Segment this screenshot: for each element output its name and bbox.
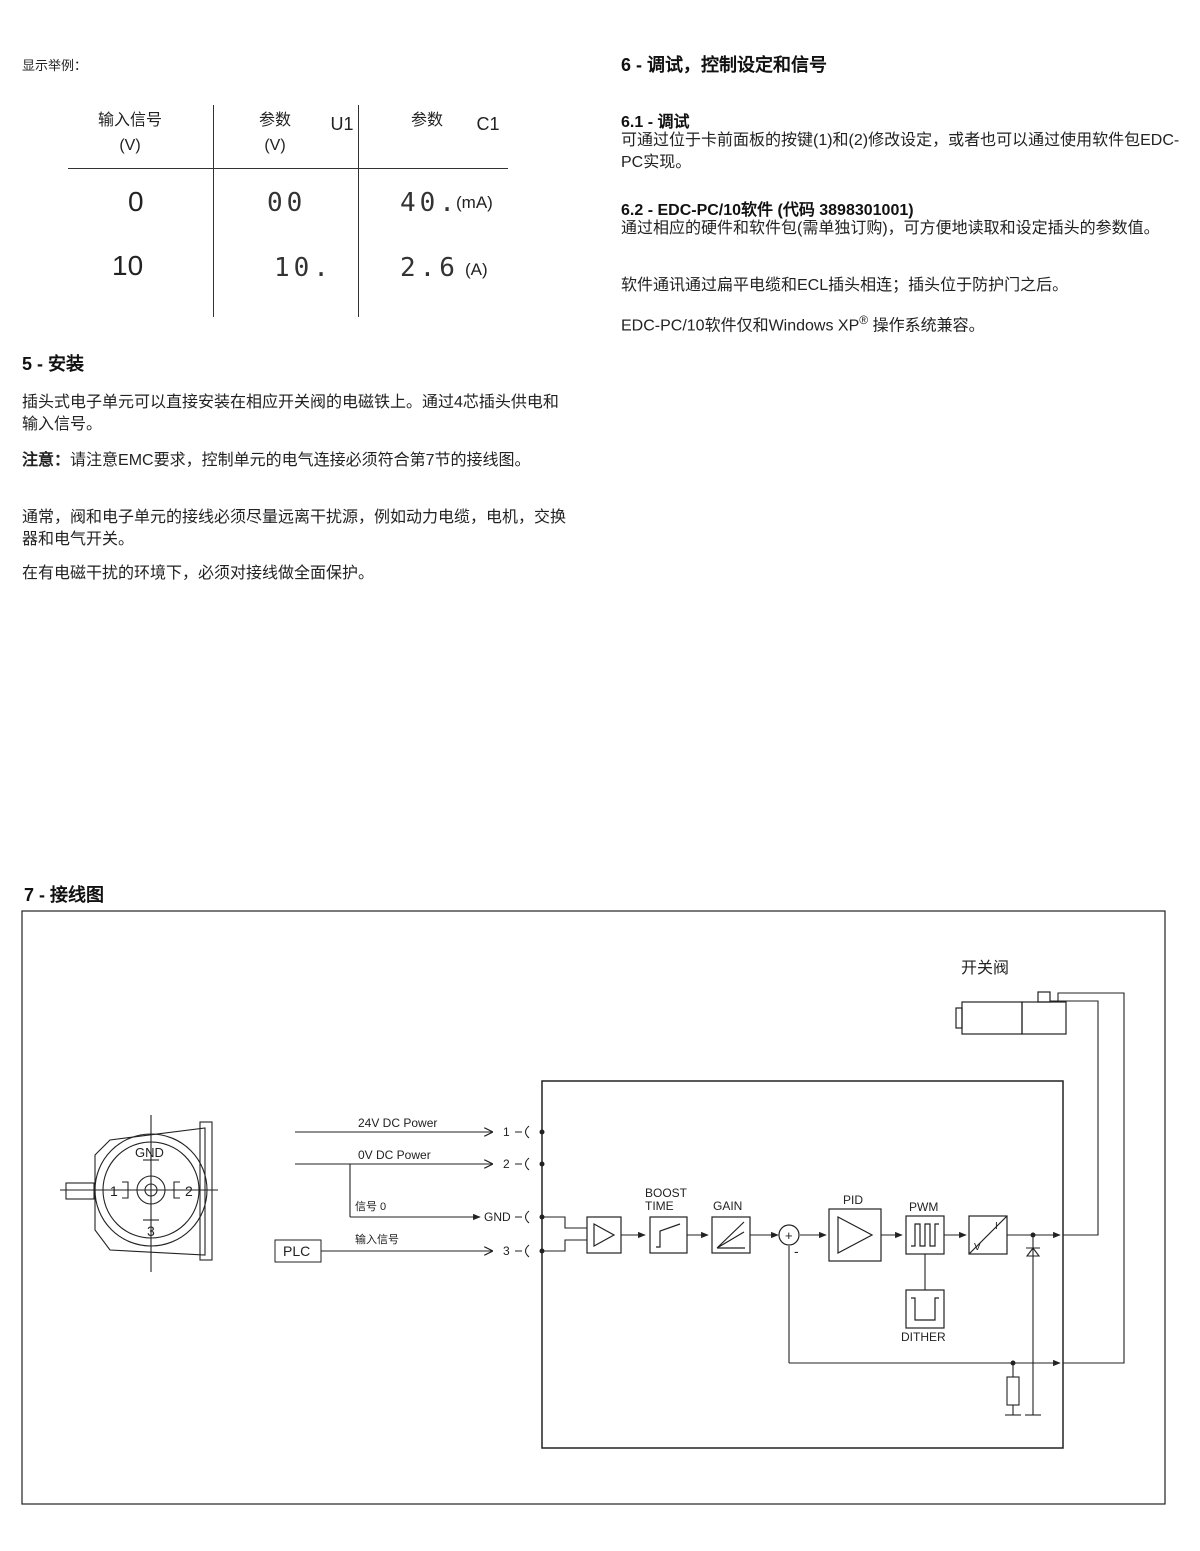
- pwm-label: PWM: [909, 1200, 938, 1214]
- header-param1: 参数: [258, 112, 291, 129]
- electronic-unit-box: [541, 1080, 1064, 1449]
- plc-box: [274, 1239, 322, 1263]
- row0-c1: 40.: [400, 188, 459, 218]
- row0-input: 0: [128, 186, 144, 217]
- gain-label: GAIN: [713, 1199, 742, 1213]
- note-text: 请注意EMC要求，控制单元的电气连接必须符合第7节的接线图。: [70, 452, 531, 469]
- connector-drawing: [60, 1115, 218, 1272]
- registered-mark: ®: [859, 313, 869, 327]
- valve-symbol: [955, 991, 1067, 1035]
- row1-c1: 2.6: [400, 253, 459, 283]
- example-label: 显示举例：: [22, 58, 88, 73]
- pin-2: 2: [503, 1157, 510, 1171]
- pin-3: 3: [503, 1244, 510, 1258]
- vi-converter-block: [968, 1215, 1008, 1255]
- label-24v: 24V DC Power: [358, 1116, 437, 1130]
- header-param2-code: C1: [476, 114, 500, 134]
- section5-title: 5 - 安装: [22, 354, 85, 374]
- boost-time-block: [649, 1216, 688, 1254]
- plc-label: PLC: [283, 1243, 310, 1259]
- summing-junction: [778, 1224, 800, 1246]
- pin-gnd: GND: [484, 1210, 511, 1224]
- vi-i-label: I: [995, 1221, 998, 1232]
- pin-1: 1: [503, 1125, 510, 1139]
- dither-label: DITHER: [901, 1330, 946, 1344]
- header-param1-unit: (V): [264, 137, 286, 154]
- section6-title: 6 - 调试，控制设定和信号: [621, 55, 828, 75]
- header-param1-code: U1: [330, 114, 354, 134]
- connector-pin3: 3: [147, 1223, 155, 1239]
- table-vline-2: [358, 105, 359, 317]
- table-vline-1: [213, 105, 214, 317]
- dither-block: [905, 1289, 945, 1329]
- signal-lines: [295, 1132, 492, 1251]
- header-input-unit: (V): [119, 137, 141, 154]
- section62-p1: 通过相应的硬件和软件包(需单独订购)，可方便地读取和设定插头的参数值。: [621, 220, 1160, 237]
- internal-wiring: [542, 992, 1125, 1416]
- section61-text: 可通过位于卡前面板的按键(1)和(2)修改设定，或者也可以通过使用软件包EDC-…: [621, 132, 1180, 171]
- connector-pin2: 2: [185, 1183, 193, 1199]
- section5-note: 注意：请注意EMC要求，控制单元的电气连接必须符合第7节的接线图。: [22, 450, 572, 472]
- vi-v-label: V: [974, 1242, 981, 1253]
- diagram-frame: [21, 910, 1166, 1505]
- header-input-signal: 输入信号: [97, 112, 162, 129]
- section62-p3: EDC-PC/10软件仅和Windows XP® 操作系统兼容。: [621, 309, 1181, 337]
- pin-sockets: [515, 1125, 530, 1258]
- label-0v: 0V DC Power: [358, 1148, 431, 1162]
- sum-plus: +: [785, 1228, 793, 1243]
- junction-dots: [1010, 1232, 1036, 1366]
- pin-dots: [539, 1129, 545, 1254]
- section5-p1: 插头式电子单元可以直接安装在相应开关阀的电磁铁上。通过4芯插头供电和输入信号。: [22, 394, 559, 433]
- section5-p3: 通常，阀和电子单元的接线必须尽量远离干扰源，例如动力电缆，电机，交换器和电气开关…: [22, 509, 567, 548]
- row1-c1-unit: (A): [465, 260, 488, 279]
- connector-pin1: 1: [110, 1183, 118, 1199]
- pid-label: PID: [843, 1193, 863, 1207]
- valve-label: 开关阀: [961, 959, 1009, 977]
- table-hline: [68, 168, 508, 169]
- section62-title: 6.2 - EDC-PC/10软件 (代码 3898301001): [621, 202, 914, 219]
- boost-label: BOOST: [645, 1186, 688, 1200]
- section7-title: 7 - 接线图: [24, 885, 105, 905]
- sum-minus: -: [794, 1243, 799, 1259]
- label-input-signal: 输入信号: [355, 1232, 399, 1246]
- connector-gnd: GND: [135, 1145, 164, 1160]
- section62-p2: 软件通讯通过扁平电缆和ECL插头相连；插头位于防护门之后。: [621, 277, 1069, 294]
- s62-p3-post: 操作系统兼容。: [868, 317, 985, 335]
- pwm-block: [905, 1215, 945, 1255]
- gain-block: [711, 1216, 751, 1254]
- header-param2: 参数: [410, 112, 443, 129]
- row1-u1: 10.: [274, 253, 333, 283]
- display-table: 输入信号 (V) 参数 (V) U1 参数 C1 0 00 40. (mA) 1…: [0, 0, 600, 330]
- note-label: 注意：: [22, 452, 71, 469]
- row1-input: 10: [112, 250, 144, 281]
- section5-p4: 在有电磁干扰的环境下，必须对接线做全面保护。: [22, 565, 375, 582]
- s62-p3-pre: EDC-PC/10软件仅和Windows XP: [621, 317, 860, 335]
- row0-u1: 00: [267, 188, 307, 218]
- buffer-block: [586, 1216, 622, 1254]
- time-label: TIME: [645, 1199, 674, 1213]
- pid-block: [828, 1208, 882, 1262]
- section61-title: 6.1 - 调试: [621, 114, 690, 131]
- row0-c1-unit: (mA): [456, 193, 493, 212]
- label-signal0: 信号 0: [355, 1200, 386, 1213]
